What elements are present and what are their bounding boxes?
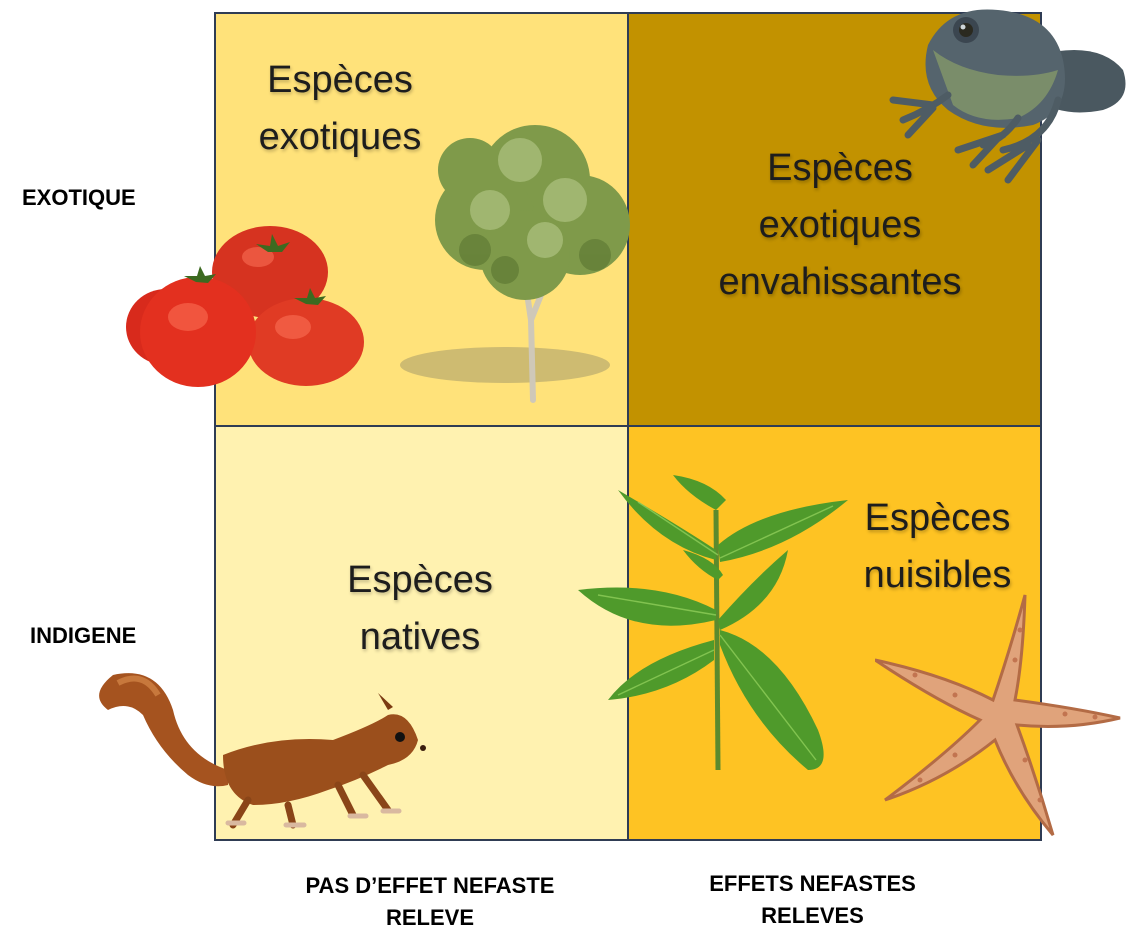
x-axis-label-line: PAS D’EFFET NEFASTE: [280, 870, 580, 902]
y-axis-label-exotic: EXOTIQUE: [22, 182, 136, 214]
quadrant-title-nuisance: Espèces nuisibles: [835, 490, 1040, 604]
x-axis-label-harmful: EFFETS NEFASTES RELEVES: [680, 868, 945, 932]
x-axis-label-line: RELEVES: [680, 900, 945, 932]
x-axis-label-no-harm: PAS D’EFFET NEFASTE RELEVE: [280, 870, 580, 934]
frog-icon: [888, 0, 1133, 185]
starfish-icon: [875, 590, 1125, 840]
x-axis-label-line: EFFETS NEFASTES: [680, 868, 945, 900]
tomato-icon: [118, 222, 368, 392]
y-axis-label-native: INDIGENE: [30, 620, 136, 652]
horizontal-divider: [216, 425, 1040, 427]
quadrant-title-line: exotiques: [690, 197, 990, 254]
quadrant-title-line: Espèces: [240, 52, 440, 109]
quadrant-title-native: Espèces natives: [320, 552, 520, 666]
quadrant-title-line: Espèces: [320, 552, 520, 609]
tree-icon: [395, 110, 635, 410]
squirrel-icon: [88, 655, 433, 835]
x-axis-label-line: RELEVE: [280, 902, 580, 934]
quadrant-title-line: envahissantes: [690, 254, 990, 311]
nettle-icon: [578, 470, 853, 780]
quadrant-title-line: Espèces: [835, 490, 1040, 547]
